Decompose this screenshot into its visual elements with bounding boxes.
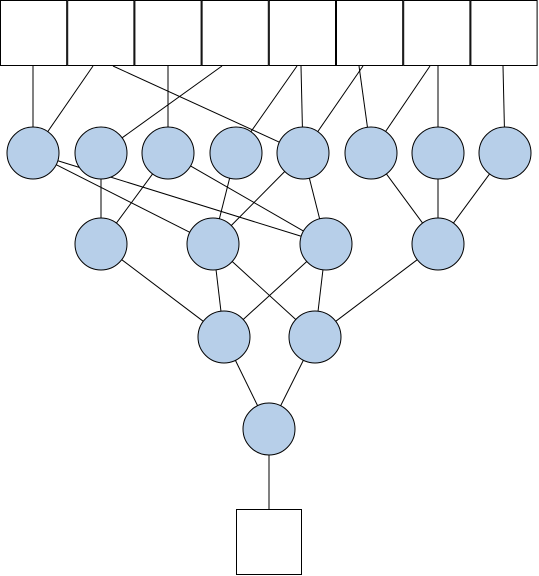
- node-b1: [74, 217, 128, 271]
- edge-in-5-a5: [300, 65, 303, 128]
- node-a7: [411, 126, 465, 180]
- edge-b2-c1: [215, 269, 222, 312]
- input-box-in-8: [470, 0, 538, 66]
- edge-c1-d1: [234, 360, 259, 406]
- edge-in-2-a1: [47, 65, 94, 132]
- edge-a5-b3: [308, 178, 321, 219]
- edge-c2-d1: [280, 360, 304, 406]
- edge-a3-b1: [116, 173, 153, 224]
- edge-a6-b4: [386, 173, 423, 224]
- node-a3: [141, 126, 195, 180]
- edge-b4-c2: [335, 259, 418, 322]
- edge-b1-c1: [121, 259, 204, 322]
- node-a2: [74, 126, 128, 180]
- edge-in-6-a6: [358, 65, 368, 128]
- edge-in-8-a8: [502, 65, 505, 128]
- node-b2: [186, 217, 240, 271]
- edge-in-5-a4: [250, 65, 298, 132]
- node-a1: [6, 126, 60, 180]
- edge-in-6-a5: [317, 65, 364, 132]
- edge-a4-b2: [218, 178, 231, 219]
- input-box-in-7: [403, 0, 471, 66]
- edge-in-7-a6: [385, 65, 431, 132]
- edge-a1-b2: [55, 164, 191, 233]
- edge-a8-b4: [453, 173, 490, 224]
- input-box-in-2: [67, 0, 135, 66]
- node-d1: [242, 402, 296, 456]
- input-box-in-1: [0, 0, 68, 66]
- edge-b3-c2: [317, 269, 324, 312]
- node-c1: [197, 310, 251, 364]
- node-a5: [276, 126, 330, 180]
- edges-layer: [32, 65, 505, 509]
- input-box-in-3: [134, 0, 202, 66]
- input-box-in-4: [201, 0, 269, 66]
- input-box-in-5: [268, 0, 336, 66]
- edge-a3-b3: [190, 165, 304, 232]
- edge-in-2-a5: [112, 65, 280, 143]
- edge-b3-c1: [242, 261, 308, 320]
- edge-b2-c2: [231, 261, 297, 320]
- edge-in-4-a2: [121, 65, 223, 139]
- node-b3: [299, 217, 353, 271]
- nodes-layer: [6, 126, 532, 456]
- node-b4: [411, 217, 465, 271]
- edge-a5-b2: [230, 171, 286, 226]
- node-a6: [344, 126, 398, 180]
- input-box-in-6: [336, 0, 404, 66]
- node-a4: [209, 126, 263, 180]
- node-c2: [288, 310, 342, 364]
- output-box-out-1: [236, 509, 302, 575]
- node-a8: [478, 126, 532, 180]
